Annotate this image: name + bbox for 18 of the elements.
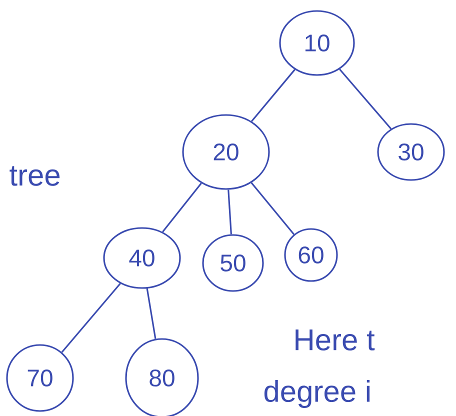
handwritten-note: tree (10, 166, 60, 186)
tree-node: 20 (182, 114, 270, 190)
tree-node: 40 (103, 227, 181, 289)
tree-edge (228, 190, 232, 234)
tree-edge (339, 68, 392, 130)
tree-edge (251, 69, 296, 122)
tree-node: 30 (377, 123, 445, 181)
tree-node: 80 (125, 338, 199, 416)
tree-edge (61, 283, 121, 353)
tree-node: 70 (6, 344, 74, 412)
tree-node: 10 (279, 10, 355, 76)
tree-edge (162, 182, 202, 232)
tree-node: 60 (284, 228, 338, 282)
tree-edge (250, 182, 295, 235)
tree-edge (146, 288, 156, 339)
handwritten-note: Here t (296, 330, 375, 350)
handwritten-note: degree i (264, 380, 370, 408)
tree-node: 50 (202, 234, 264, 292)
